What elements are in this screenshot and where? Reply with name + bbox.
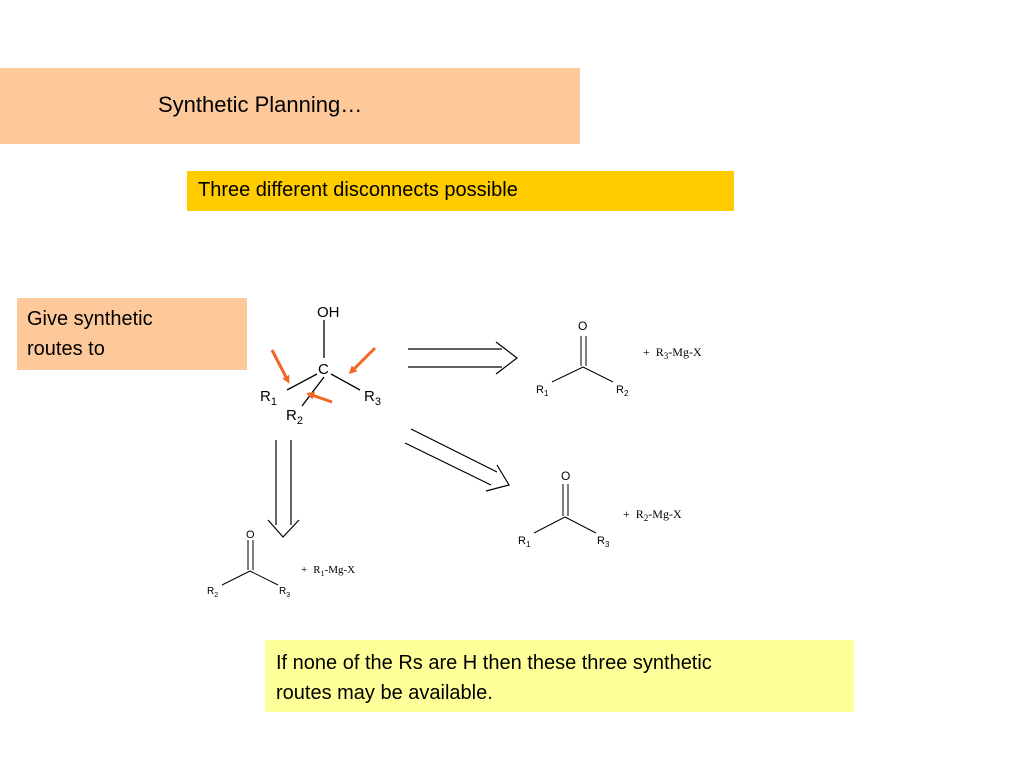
subtitle-text: Three different disconnects possible: [198, 179, 518, 201]
r1-label: R1: [260, 388, 277, 408]
note-line: routes may be available.: [276, 682, 493, 704]
grignard-r2-reagent: +R2-Mg-X: [623, 507, 682, 523]
r2-label: R2: [286, 407, 303, 427]
oxygen-label: O: [561, 469, 570, 483]
prompt-line: routes to: [27, 338, 105, 360]
ketone-r1-r2: O R1 R2: [536, 319, 629, 398]
r3-label: R3: [597, 535, 610, 549]
ketone-r1-r3: O R1 R3: [518, 469, 610, 549]
r3-label: R3: [364, 388, 381, 408]
page-title: Synthetic Planning…: [158, 92, 363, 117]
retro-arrow-down: [267, 440, 300, 538]
r2-label: R2: [616, 384, 629, 398]
carbon-label: C: [318, 361, 329, 378]
oh-label: OH: [317, 304, 340, 321]
bond-c-r2: [301, 376, 325, 407]
r1-label: R1: [536, 384, 549, 398]
note-box: If none of the Rs are H then these three…: [265, 640, 854, 712]
oxygen-label: O: [246, 529, 255, 541]
ketone-r2-r3: O R2 R3: [207, 529, 290, 599]
grignard-r1-reagent: +R1-Mg-X: [301, 564, 355, 578]
bond-c-r3: [330, 373, 361, 391]
retro-arrow-diagonal: [404, 428, 510, 492]
r2-label: R2: [207, 586, 218, 599]
subtitle-banner: Three different disconnects possible: [187, 171, 734, 211]
disconnect-arrow-r1: [270, 349, 290, 384]
disconnect-arrow-r2: [306, 391, 333, 404]
r1-label: R1: [518, 535, 531, 549]
disconnect-arrow-r3: [348, 346, 377, 375]
prompt-box: Give synthetic routes to: [17, 298, 247, 370]
grignard-r3-reagent: +R3-Mg-X: [643, 345, 702, 361]
bond-c-r1: [286, 373, 318, 391]
prompt-line: Give synthetic: [27, 308, 153, 330]
oxygen-label: O: [578, 319, 587, 333]
retro-arrow-right: [408, 341, 518, 375]
title-banner: Synthetic Planning…: [0, 68, 580, 144]
target-molecule: OH C R1 R3 R2: [260, 304, 381, 427]
r3-label: R3: [279, 586, 290, 599]
note-line: If none of the Rs are H then these three…: [276, 652, 712, 674]
